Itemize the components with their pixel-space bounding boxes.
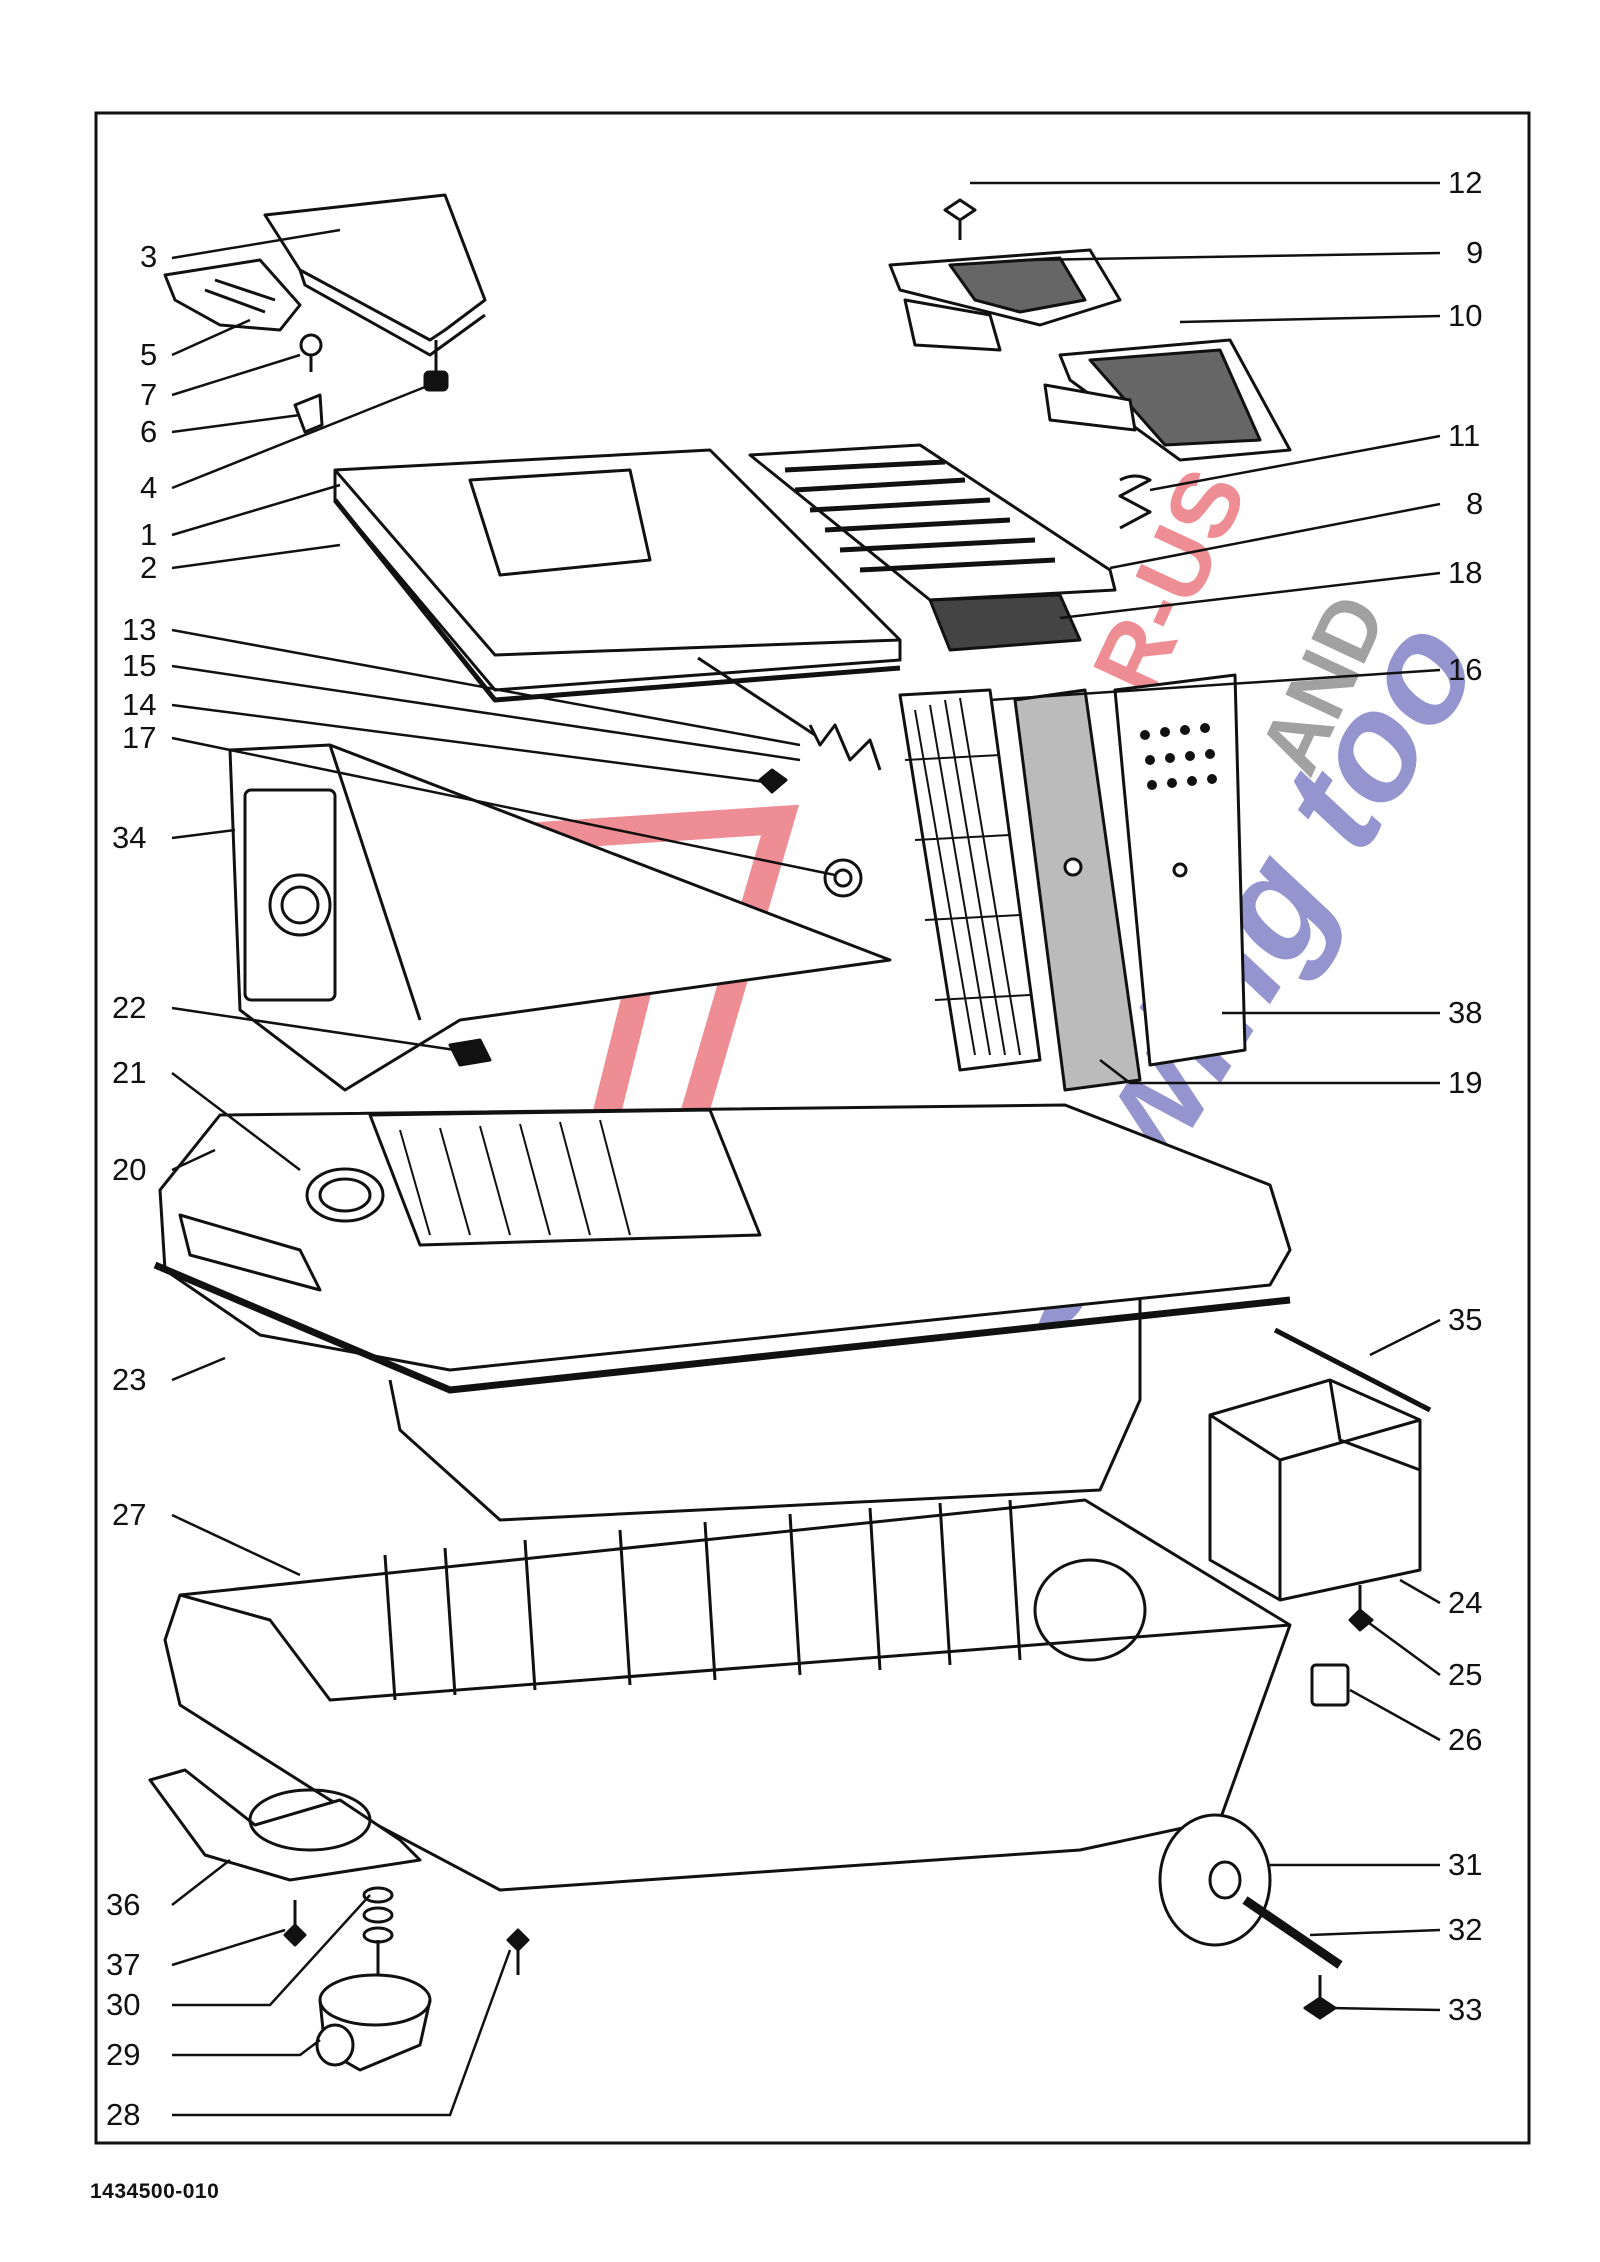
label-15: 15 <box>122 648 156 683</box>
label-25: 25 <box>1448 1657 1482 1692</box>
part-28-screw <box>506 1928 530 1975</box>
part-15-spring <box>808 723 882 771</box>
label-23: 23 <box>112 1362 146 1397</box>
part-37-screw <box>283 1900 307 1947</box>
label-34: 34 <box>112 820 146 855</box>
part-26-block <box>1310 1663 1350 1707</box>
diagram-frame <box>94 111 1531 2145</box>
part-19-filter <box>1013 688 1142 1092</box>
label-30: 30 <box>106 1987 140 2022</box>
label-13: 13 <box>122 612 156 647</box>
label-7: 7 <box>140 377 157 412</box>
part-5-slider <box>163 258 302 332</box>
label-12: 12 <box>1448 165 1482 200</box>
label-27: 27 <box>112 1497 146 1532</box>
parts <box>148 193 1432 2072</box>
label-19: 19 <box>1448 1065 1482 1100</box>
part-labels: 3 5 7 6 4 1 2 13 15 14 17 34 22 21 20 23… <box>106 165 1483 2132</box>
document-number: 1434500-010 <box>90 2180 220 2203</box>
label-33: 33 <box>1448 1992 1482 2027</box>
part-3-flap <box>263 193 487 357</box>
label-14: 14 <box>122 687 156 722</box>
label-5: 5 <box>140 337 157 372</box>
part-27-housing-bottom <box>163 1498 1292 1892</box>
part-31-wheel <box>1158 1813 1272 1947</box>
part-4-screw <box>423 340 449 392</box>
label-32: 32 <box>1448 1912 1482 1947</box>
part-30-washers <box>362 1886 394 1985</box>
part-7-screw <box>299 333 323 372</box>
part-13-rod <box>697 656 816 737</box>
label-4: 4 <box>140 470 157 505</box>
label-9: 9 <box>1466 235 1483 270</box>
label-37: 37 <box>106 1947 140 1982</box>
part-17-knob <box>823 858 863 898</box>
part-18-filter <box>928 593 1082 652</box>
part-20-housing-top <box>153 1103 1292 1522</box>
label-26: 26 <box>1448 1722 1482 1757</box>
label-24: 24 <box>1448 1585 1482 1620</box>
part-34-dust-bag <box>228 743 892 1092</box>
leader-lines <box>171 181 1441 2117</box>
part-14-screw <box>758 768 788 794</box>
part-8-grille-cover <box>748 443 1117 602</box>
part-25-screw <box>1348 1585 1374 1632</box>
label-35: 35 <box>1448 1302 1482 1337</box>
label-22: 22 <box>112 990 146 1025</box>
label-8: 8 <box>1466 486 1483 521</box>
label-6: 6 <box>140 414 157 449</box>
label-17: 17 <box>122 720 156 755</box>
part-29-castor <box>315 1973 432 2072</box>
label-38: 38 <box>1448 995 1482 1030</box>
part-32-axle <box>1242 1896 1343 1969</box>
label-16: 16 <box>1448 652 1482 687</box>
part-6-clip <box>293 393 324 434</box>
label-2: 2 <box>140 550 157 585</box>
label-1: 1 <box>140 517 157 552</box>
part-24-bracket <box>1208 1378 1422 1602</box>
label-18: 18 <box>1448 555 1482 590</box>
label-10: 10 <box>1448 298 1482 333</box>
label-20: 20 <box>112 1152 146 1187</box>
label-31: 31 <box>1448 1847 1482 1882</box>
label-11: 11 <box>1448 418 1480 453</box>
part-38-panel <box>1113 673 1247 1067</box>
part-9-filter-holder <box>888 248 1122 352</box>
part-35-rod <box>1273 1327 1432 1413</box>
part-11-spring <box>1118 474 1152 530</box>
label-21: 21 <box>112 1055 146 1090</box>
label-36: 36 <box>106 1887 140 1922</box>
label-28: 28 <box>106 2097 140 2132</box>
label-29: 29 <box>106 2037 140 2072</box>
part-33-screw <box>1303 1975 1337 2020</box>
part-16-grid <box>898 688 1042 1072</box>
part-36-bracket <box>148 1768 422 1882</box>
label-3: 3 <box>140 239 157 274</box>
part-10-filter-holder <box>1043 338 1292 462</box>
part-22-clip <box>448 1038 492 1067</box>
part-12-screw <box>943 198 977 240</box>
